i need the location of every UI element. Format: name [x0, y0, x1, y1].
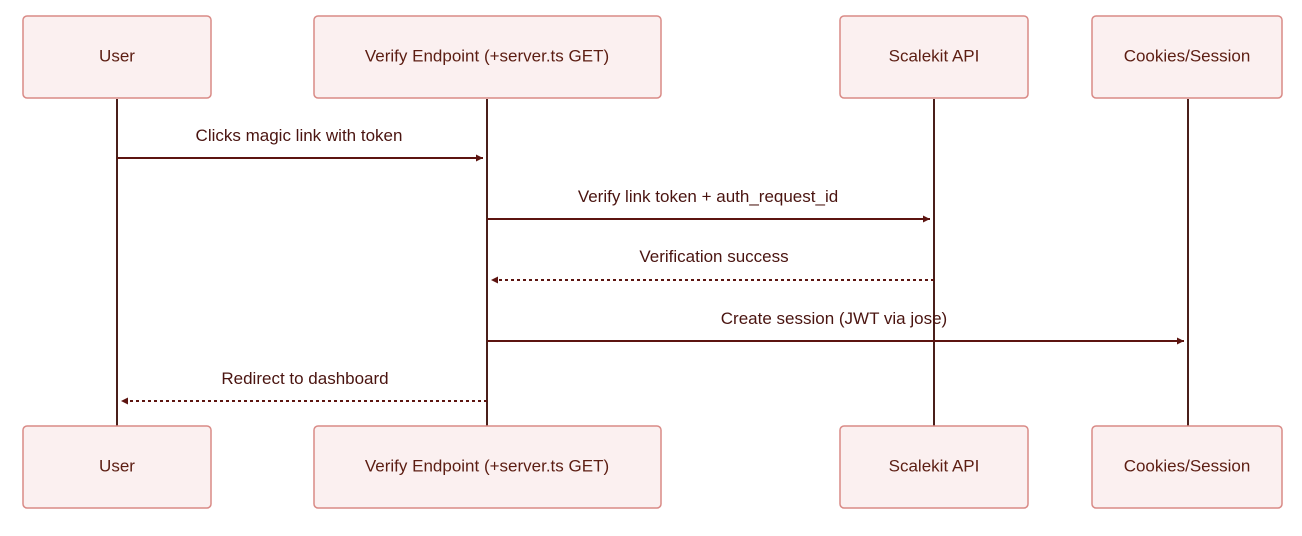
participant-label: Cookies/Session — [1124, 46, 1251, 65]
message-label: Verification success — [639, 247, 788, 266]
participant-verify-endpoint-bottom: Verify Endpoint (+server.ts GET) — [313, 425, 662, 509]
participant-label: Scalekit API — [889, 456, 980, 475]
participant-user-top: User — [22, 15, 212, 99]
message-5: Redirect to dashboard — [121, 369, 487, 405]
message-3: Verification success — [491, 247, 934, 284]
participant-verify-endpoint-top: Verify Endpoint (+server.ts GET) — [313, 15, 662, 99]
participant-label: User — [99, 46, 135, 65]
message-label: Verify link token + auth_request_id — [578, 187, 838, 206]
message-4: Create session (JWT via jose) — [487, 309, 1184, 345]
participant-label: Cookies/Session — [1124, 456, 1251, 475]
message-label: Create session (JWT via jose) — [721, 309, 947, 328]
participant-scalekit-api-bottom: Scalekit API — [839, 425, 1029, 509]
participant-cookies-session-top: Cookies/Session — [1091, 15, 1283, 99]
participant-scalekit-api-top: Scalekit API — [839, 15, 1029, 99]
message-label: Clicks magic link with token — [196, 126, 403, 145]
participant-label: Verify Endpoint (+server.ts GET) — [365, 456, 609, 475]
participant-label: Verify Endpoint (+server.ts GET) — [365, 46, 609, 65]
participant-user-bottom: User — [22, 425, 212, 509]
message-2: Verify link token + auth_request_id — [487, 187, 930, 223]
participant-label: User — [99, 456, 135, 475]
message-label: Redirect to dashboard — [221, 369, 388, 388]
message-1: Clicks magic link with token — [117, 126, 483, 162]
participant-cookies-session-bottom: Cookies/Session — [1091, 425, 1283, 509]
participant-label: Scalekit API — [889, 46, 980, 65]
